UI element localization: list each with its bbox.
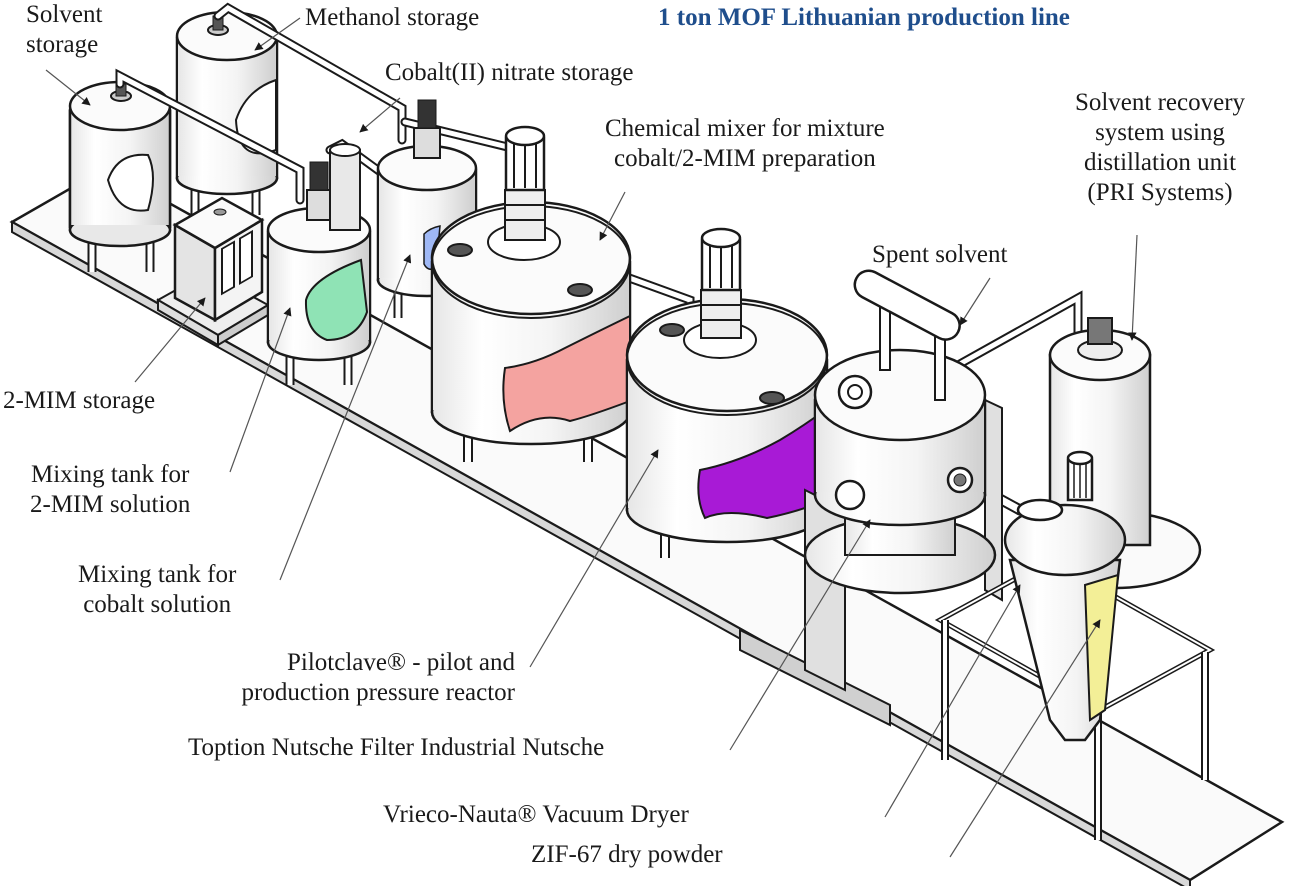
label-mixing-tank-mim: Mixing tank for 2-MIM solution	[30, 460, 190, 520]
label-line: system using	[1095, 119, 1225, 146]
label-line: cobalt/2-MIM preparation	[614, 145, 876, 172]
diagram-title: 1 ton MOF Lithuanian production line	[658, 4, 1070, 31]
label-line: production pressure reactor	[241, 679, 516, 706]
chemical-mixer	[430, 125, 632, 462]
label-cobalt-nitrate-storage: Cobalt(II) nitrate storage	[385, 59, 634, 86]
leader-lines	[45, 17, 1138, 858]
label-methanol-storage: Methanol storage	[305, 4, 480, 31]
mim-storage-box	[155, 196, 271, 347]
label-line: Mixing tank for	[31, 461, 190, 488]
label-line: Mixing tank for	[78, 561, 237, 588]
label-dry-powder: ZIF-67 dry powder	[531, 841, 723, 868]
dry-powder-fill	[1083, 573, 1120, 722]
pressure-reactor	[625, 227, 829, 558]
label-line: storage	[26, 31, 99, 58]
label-line: Solvent	[26, 1, 103, 28]
label-spent-solvent: Spent solvent	[872, 241, 1008, 268]
label-line: Chemical mixer for mixture	[605, 115, 885, 142]
label-line: 2-MIM solution	[30, 491, 191, 518]
label-line: Solvent recovery	[1074, 89, 1246, 116]
label-mim-storage: 2-MIM storage	[3, 387, 156, 414]
vacuum-dryer	[934, 450, 1216, 840]
label-mixing-tank-cobalt: Mixing tank for cobalt solution	[78, 560, 236, 620]
label-vacuum-dryer: Vrieco-Nauta® Vacuum Dryer	[383, 801, 689, 828]
cobalt-nitrate-storage	[329, 143, 361, 231]
mim-solution-fill	[304, 258, 369, 342]
nutsche-filter	[739, 269, 1003, 727]
label-line: cobalt solution	[83, 591, 232, 618]
label-line: distillation unit	[1083, 149, 1237, 176]
label-line: (PRI Systems)	[1087, 179, 1233, 206]
label-line: Pilotclave® - pilot and	[287, 649, 515, 676]
label-chemical-mixer: Chemical mixer for mixture cobalt/2-MIM …	[605, 114, 885, 174]
mixture-fill	[502, 314, 631, 433]
label-solvent-recovery: Solvent recovery system using distillati…	[1050, 88, 1270, 208]
label-solvent-storage: Solvent storage	[26, 0, 102, 60]
label-nutsche-filter: Toption Nutsche Filter Industrial Nutsch…	[188, 734, 605, 761]
label-pilotclave: Pilotclave® - pilot and production press…	[200, 648, 516, 708]
